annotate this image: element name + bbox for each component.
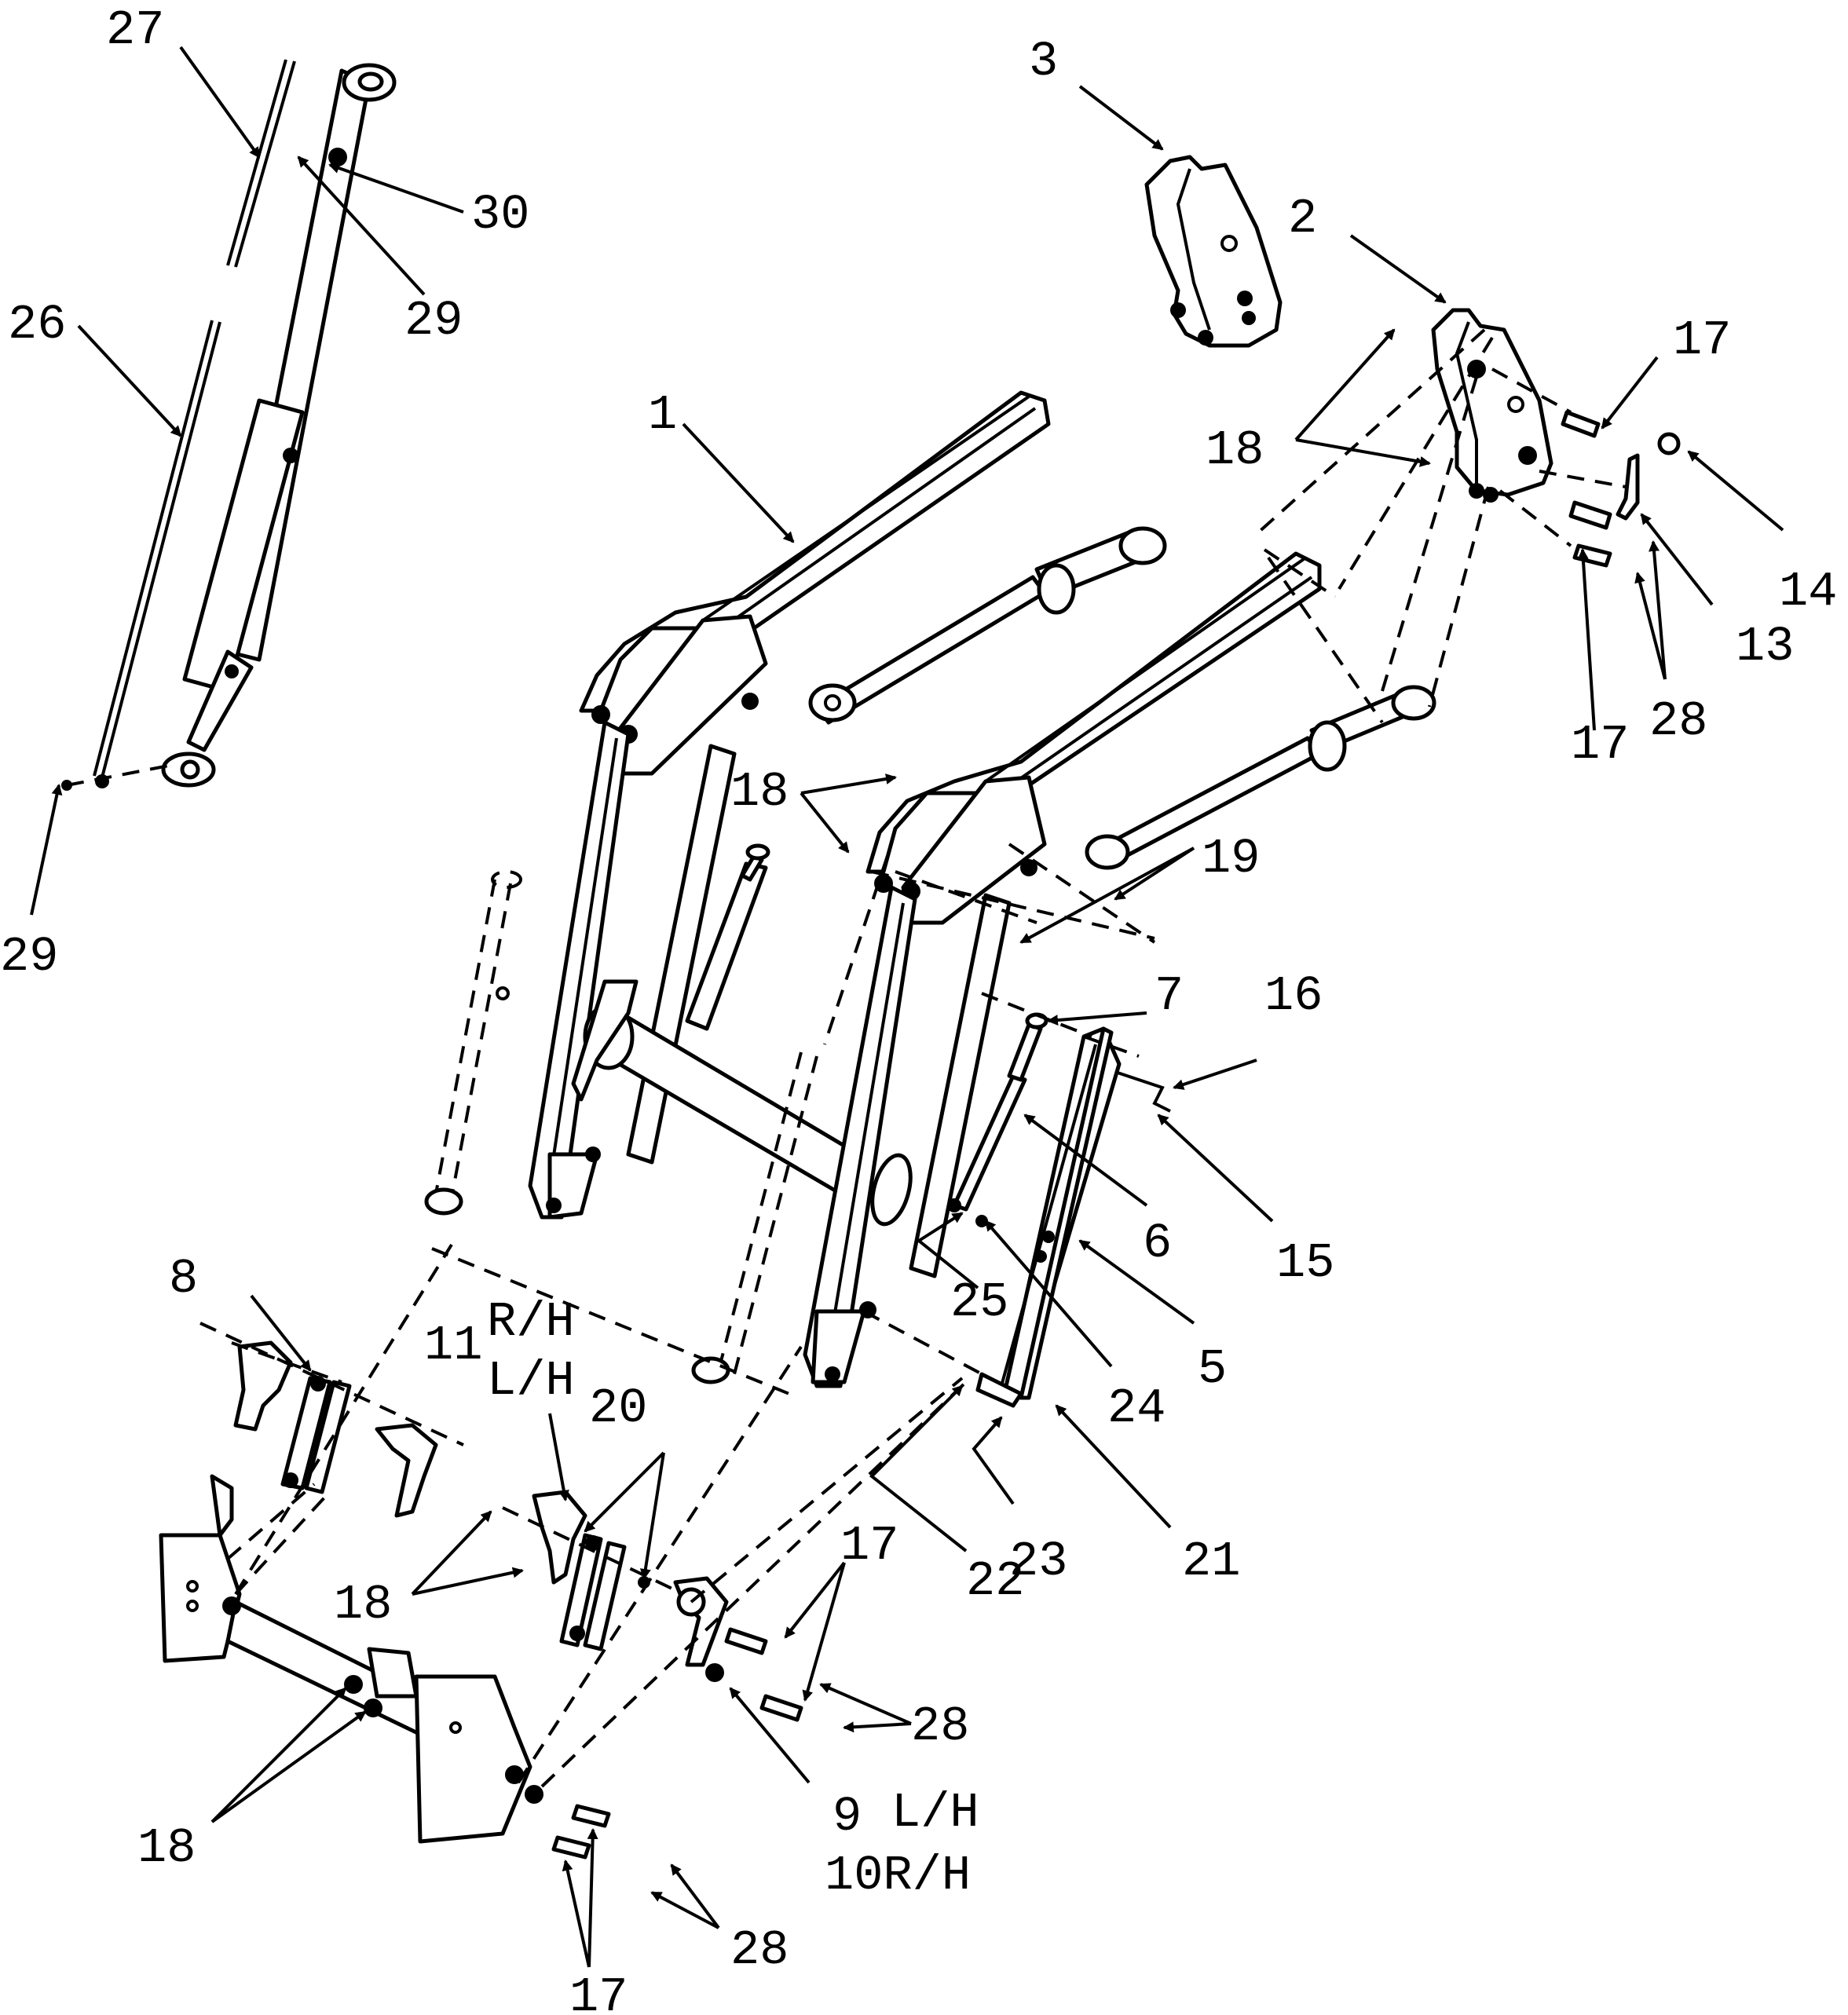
callout-3: 3 xyxy=(1029,34,1058,90)
callout-28-bottom: 28 xyxy=(730,1922,789,1978)
tilt-cylinder-upper-left xyxy=(808,526,1167,725)
assembly-dashed-lines xyxy=(823,328,1494,1058)
callout-28-top: 28 xyxy=(1649,693,1707,749)
callout-5: 5 xyxy=(1198,1341,1227,1397)
bracket-part-2 xyxy=(1431,308,1681,568)
callout-16: 16 xyxy=(1264,968,1323,1024)
link-bracket-part-11 xyxy=(502,1490,729,1667)
callout-18-mid: 18 xyxy=(730,764,789,820)
callout-1: 1 xyxy=(648,387,677,443)
callout-6: 6 xyxy=(1143,1216,1172,1271)
callout-23: 23 xyxy=(1009,1534,1067,1589)
callout-11-lh: L/H xyxy=(487,1353,575,1409)
cylinder-lower-left xyxy=(685,843,770,1031)
callout-17-right: 17 xyxy=(1571,717,1629,773)
loader-frame-part-1 xyxy=(528,390,1322,1388)
callout-18-lower: 18 xyxy=(334,1577,392,1633)
lift-cylinder-assembly xyxy=(61,59,397,791)
callout-7: 7 xyxy=(1155,968,1184,1024)
callout-30: 30 xyxy=(471,187,529,243)
callout-25: 25 xyxy=(950,1274,1008,1330)
callout-17-bottom: 17 xyxy=(569,1969,628,2015)
callout-2: 2 xyxy=(1288,191,1317,247)
callout-24: 24 xyxy=(1107,1381,1166,1436)
callout-17-top: 17 xyxy=(1673,313,1731,368)
callout-11-rh: R/H xyxy=(487,1294,575,1350)
link-arm-part-5 xyxy=(975,1026,1122,1408)
callout-17-lower: 17 xyxy=(840,1518,898,1574)
callout-29-bottom: 29 xyxy=(0,929,58,985)
link-bracket-part-8 xyxy=(199,1322,464,1518)
callout-11: 11 xyxy=(424,1318,482,1373)
callout-27: 27 xyxy=(106,2,164,58)
pin-part-16-15 xyxy=(1114,1070,1171,1113)
callout-26: 26 xyxy=(8,297,66,353)
callout-21: 21 xyxy=(1182,1534,1240,1589)
callout-18-bottom: 18 xyxy=(137,1820,196,1876)
tilt-cylinder-upper-right xyxy=(1085,548,1436,870)
callout-20: 20 xyxy=(589,1381,647,1436)
callout-19: 19 xyxy=(1202,831,1260,887)
callout-29-top: 29 xyxy=(404,293,463,349)
callout-28-lower: 28 xyxy=(911,1699,969,1754)
callout-10: 10R/H xyxy=(825,1848,971,1903)
callout-22: 22 xyxy=(966,1553,1024,1609)
callout-13: 13 xyxy=(1736,619,1794,675)
callout-8: 8 xyxy=(169,1251,198,1307)
callout-14: 14 xyxy=(1779,564,1837,620)
mount-plate-part-3 xyxy=(1144,155,1283,348)
leader-lines xyxy=(30,46,1784,1968)
callout-9-lh: L/H xyxy=(891,1785,979,1841)
callout-9: 9 xyxy=(833,1789,862,1845)
callout-18-top: 18 xyxy=(1206,422,1264,478)
mounting-frame xyxy=(159,1243,990,1860)
callout-15: 15 xyxy=(1276,1235,1334,1291)
cylinder-lower-right-dashed xyxy=(424,870,818,1384)
